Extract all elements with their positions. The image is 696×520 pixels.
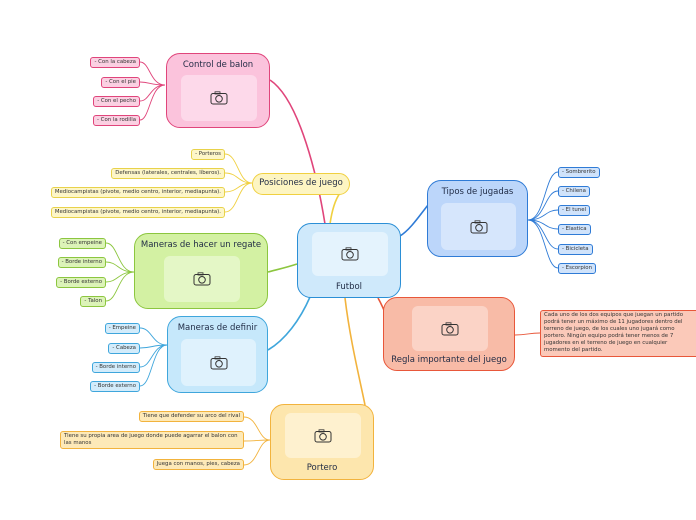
regla-label: Regla importante del juego (391, 355, 507, 365)
tipos-label: Tipos de jugadas (441, 187, 514, 197)
leaf-regate-4[interactable]: - Talon (80, 296, 106, 307)
leaf-tipos-3[interactable]: - El tunel (558, 205, 591, 216)
leaf-tipos-6[interactable]: - Escorpion (558, 263, 596, 274)
camera-icon (314, 428, 332, 442)
camera-icon (193, 272, 211, 286)
link-center-posiciones (329, 192, 341, 225)
link-center-definir (267, 296, 311, 351)
leaf-regate-2[interactable]: - Borde interno (57, 257, 106, 268)
portero-image-placeholder (285, 413, 361, 458)
control-image-placeholder (181, 75, 257, 121)
leaf-definir-1[interactable]: - Empeine (104, 323, 140, 334)
node-portero[interactable]: Portero (270, 404, 374, 480)
tipos-image-placeholder (441, 203, 516, 250)
node-maneras-de-definir[interactable]: Maneras de definir (167, 316, 268, 393)
leaf-regate-1[interactable]: - Con empeine (58, 238, 106, 249)
link-center-regate (267, 263, 298, 273)
leaf-regate-3[interactable]: - Borde externo (56, 277, 106, 288)
leaf-control-1[interactable]: - Con la cabeza (90, 57, 140, 68)
leaf-regla-note[interactable]: Cada uno de los dos equipos que juegan u… (540, 310, 696, 357)
leaf-control-2[interactable]: - Con el pie (101, 77, 140, 88)
link-center-portero (344, 297, 366, 406)
regate-label: Maneras de hacer un regate (140, 240, 262, 250)
leaf-definir-4[interactable]: - Borde externo (90, 381, 140, 392)
node-maneras-de-hacer-un-regate[interactable]: Maneras de hacer un regate (134, 233, 268, 309)
link-center-control (269, 79, 326, 225)
node-tipos-de-jugadas[interactable]: Tipos de jugadas (427, 180, 528, 257)
leaf-posiciones-2[interactable]: Defensas (laterales, centrales, líberos)… (111, 168, 225, 179)
regla-image-placeholder (412, 306, 488, 351)
leaf-control-3[interactable]: - Con el pecho (93, 96, 140, 107)
leaf-portero-1[interactable]: Tiene que defender su arco del rival (138, 411, 244, 422)
leaf-tipos-5[interactable]: - Bicicleta (558, 244, 593, 255)
leaf-definir-3[interactable]: - Borde interno (91, 362, 140, 373)
camera-icon (210, 355, 227, 369)
node-control-de-balon[interactable]: Control de balon (166, 53, 270, 128)
leaf-posiciones-3[interactable]: Mediocampistas (pivote, medio centro, in… (50, 187, 225, 198)
regate-image-placeholder (164, 256, 240, 302)
portero-label: Portero (306, 463, 338, 473)
leaf-posiciones-4[interactable]: Mediocampistas (pivote, medio centro, in… (50, 207, 225, 218)
leaf-definir-2[interactable]: - Cabeza (108, 343, 140, 354)
leaf-portero-3[interactable]: Juega con manos, pies, cabeza (152, 459, 244, 470)
leaf-posiciones-1[interactable]: - Porteros (191, 149, 225, 160)
leaf-tipos-4[interactable]: - Elastica (558, 224, 591, 235)
leaf-tipos-2[interactable]: - Chilena (558, 186, 590, 197)
center-image-placeholder (312, 232, 388, 276)
leaf-tipos-1[interactable]: - Sombrerito (558, 167, 600, 178)
definir-image-placeholder (181, 339, 256, 386)
leaf-control-4[interactable]: - Con la rodilla (93, 115, 140, 126)
definir-label: Maneras de definir (177, 323, 258, 333)
camera-icon (341, 247, 359, 261)
link-center-tipos (399, 204, 429, 237)
center-node-futbol[interactable]: Futbol (297, 223, 401, 298)
center-label: Futbol (335, 282, 363, 292)
node-regla-importante-del-juego[interactable]: Regla importante del juego (383, 297, 515, 371)
node-posiciones-de-juego[interactable]: Posiciones de juego (252, 173, 350, 195)
camera-icon (210, 91, 228, 105)
control-label: Control de balon (182, 60, 254, 70)
camera-icon (470, 219, 487, 233)
leaf-portero-2[interactable]: Tiene su propia area de juego donde pued… (60, 431, 244, 449)
camera-icon (441, 321, 459, 335)
